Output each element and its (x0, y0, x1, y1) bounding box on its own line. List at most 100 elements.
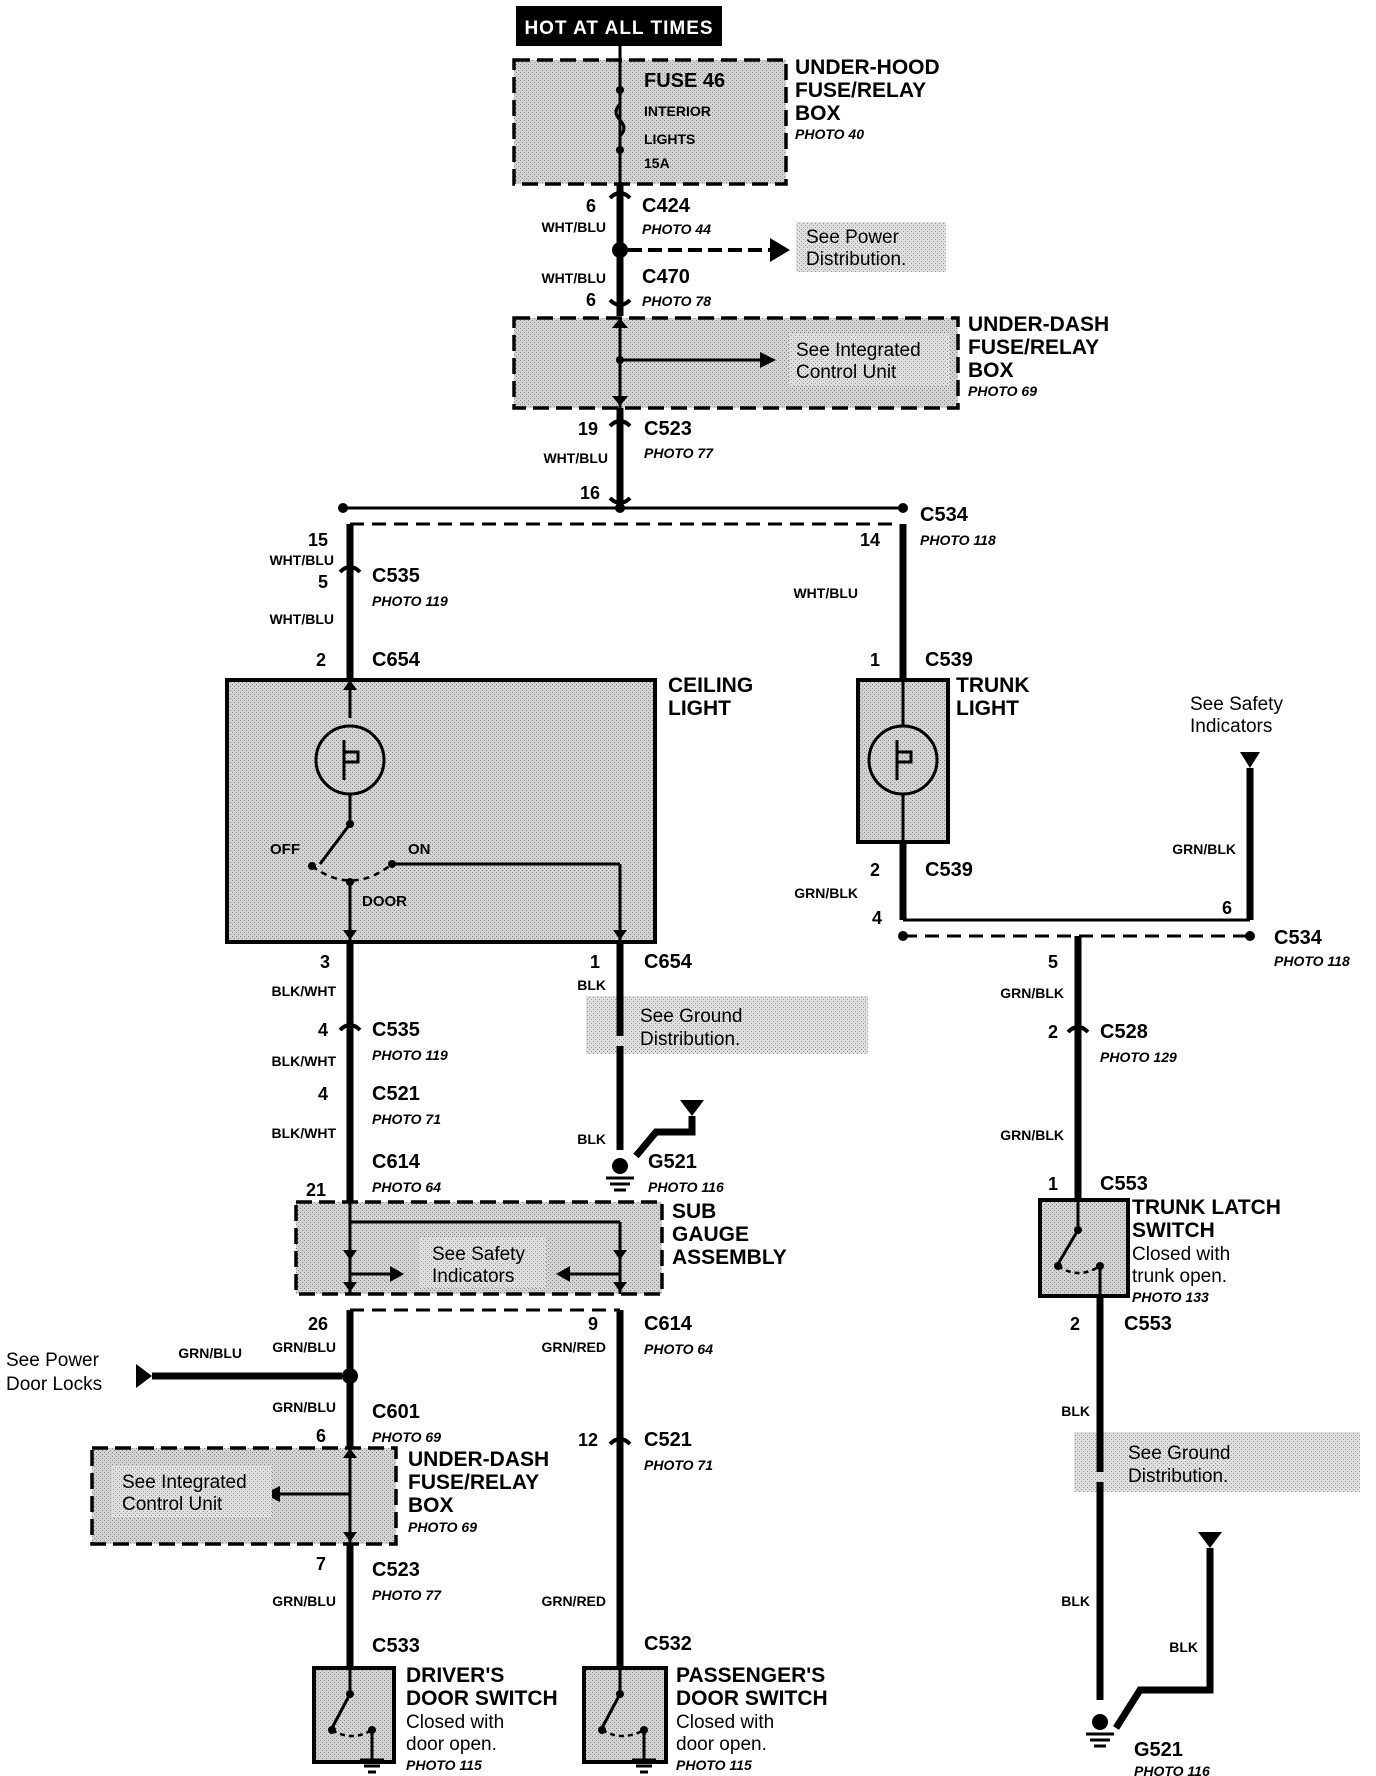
svg-text:C614: C614 (372, 1151, 421, 1173)
svg-text:GAUGE: GAUGE (672, 1223, 749, 1246)
connector-c614-bottom: 26 GRN/BLU 9 GRN/RED C614 PHOTO 64 (272, 1313, 713, 1357)
connector-c654-bottom: 3 BLK/WHT 1 BLK C654 (271, 951, 692, 999)
svg-text:C470: C470 (642, 266, 690, 288)
connector-c521-mid: 12 C521 PHOTO 71 (578, 1429, 713, 1473)
svg-text:BLK: BLK (1061, 1403, 1090, 1419)
ground-g521-center: BLK G521 PHOTO 116 (577, 1100, 724, 1195)
svg-text:HOT AT ALL TIMES: HOT AT ALL TIMES (524, 18, 713, 39)
power-door-locks-ref: See Power Door Locks GRN/BLU (6, 1345, 342, 1395)
svg-text:12: 12 (578, 1430, 598, 1450)
arrow-icon (136, 1364, 152, 1388)
svg-text:9: 9 (588, 1314, 598, 1334)
svg-text:PHOTO 40: PHOTO 40 (795, 126, 864, 142)
connector-c534-bottom: 4 6 C534 PHOTO 118 (872, 898, 1350, 969)
svg-text:PHOTO 115: PHOTO 115 (676, 1757, 752, 1773)
svg-text:ASSEMBLY: ASSEMBLY (672, 1246, 787, 1269)
svg-text:PHOTO 119: PHOTO 119 (372, 1047, 448, 1063)
svg-text:PHOTO 77: PHOTO 77 (372, 1587, 442, 1603)
under-dash-fuse-relay-box-bottom: See Integrated Control Unit UNDER-DASH F… (90, 1446, 549, 1546)
svg-text:C532: C532 (644, 1633, 692, 1655)
ground-icon (360, 1758, 384, 1774)
svg-text:BOX: BOX (408, 1494, 454, 1517)
svg-text:PHOTO 116: PHOTO 116 (1134, 1763, 1210, 1776)
svg-text:15: 15 (308, 530, 328, 550)
svg-text:Distribution.: Distribution. (640, 1029, 740, 1050)
connector-c534-top: C534 PHOTO 118 15 14 (308, 504, 996, 550)
svg-text:C535: C535 (372, 565, 420, 587)
svg-text:WHT/BLU: WHT/BLU (793, 585, 858, 601)
svg-text:GRN/BLU: GRN/BLU (272, 1399, 336, 1415)
svg-text:PHOTO 119: PHOTO 119 (372, 593, 448, 609)
svg-text:C534: C534 (1274, 927, 1323, 949)
fuse-icon (614, 102, 626, 138)
svg-text:WHT/BLU: WHT/BLU (269, 552, 334, 568)
svg-text:PHOTO 118: PHOTO 118 (920, 532, 996, 548)
svg-text:2: 2 (316, 650, 326, 670)
svg-text:PHOTO 69: PHOTO 69 (372, 1429, 441, 1445)
sub-gauge-assembly: See Safety Indicators SUB GAUGE ASSEMBLY (294, 1200, 787, 1296)
svg-text:3: 3 (320, 952, 330, 972)
svg-text:See Integrated: See Integrated (796, 340, 921, 361)
hot-at-all-times-label: HOT AT ALL TIMES (516, 6, 722, 46)
fuse-name: FUSE 46 (644, 70, 725, 92)
svg-text:See Power: See Power (806, 227, 900, 248)
svg-text:BLK/WHT: BLK/WHT (271, 983, 336, 999)
svg-text:4: 4 (872, 908, 882, 928)
svg-text:PHOTO 69: PHOTO 69 (408, 1519, 477, 1535)
svg-text:19: 19 (578, 419, 598, 439)
svg-text:BOX: BOX (795, 102, 841, 125)
svg-text:Indicators: Indicators (1190, 716, 1272, 737)
svg-text:Door Locks: Door Locks (6, 1374, 102, 1395)
arrow-icon (1198, 1532, 1222, 1548)
trunk-latch-switch: TRUNK LATCH SWITCH Closed with trunk ope… (1038, 1196, 1281, 1305)
svg-text:DOOR: DOOR (362, 893, 407, 910)
safety-indicators-ref-top: See Safety Indicators GRN/BLK (1172, 694, 1283, 920)
svg-text:FUSE/RELAY: FUSE/RELAY (968, 336, 1099, 359)
svg-text:door open.: door open. (676, 1734, 767, 1755)
svg-text:C521: C521 (644, 1429, 692, 1451)
connector-c553-bottom: 2 C553 BLK (1061, 1313, 1172, 1419)
svg-text:DOOR SWITCH: DOOR SWITCH (406, 1687, 558, 1710)
ground-g521-right: BLK G521 PHOTO 116 (1086, 1532, 1222, 1776)
svg-text:TRUNK LATCH: TRUNK LATCH (1132, 1196, 1281, 1219)
ground-icon (632, 1758, 656, 1774)
connector-c523-bottom: 7 GRN/BLU C523 PHOTO 77 (272, 1554, 442, 1609)
connector-c539-bottom: 2 GRN/BLK C539 (794, 859, 973, 901)
svg-text:C521: C521 (372, 1083, 420, 1105)
svg-text:BLK/WHT: BLK/WHT (271, 1125, 336, 1141)
svg-text:GRN/BLK: GRN/BLK (1000, 985, 1064, 1001)
svg-text:WHT/BLU: WHT/BLU (541, 219, 606, 235)
svg-text:C534: C534 (920, 504, 969, 526)
connector-c523-top: 19 WHT/BLU 16 C523 PHOTO 77 (543, 418, 714, 505)
trunk-light: TRUNK LIGHT (856, 674, 1030, 844)
svg-text:Closed with: Closed with (1132, 1244, 1230, 1265)
svg-text:C523: C523 (372, 1559, 420, 1581)
svg-text:C553: C553 (1124, 1313, 1172, 1335)
svg-text:6: 6 (1222, 898, 1232, 918)
svg-text:See Integrated: See Integrated (122, 1472, 247, 1493)
svg-text:SUB: SUB (672, 1200, 716, 1223)
svg-text:trunk open.: trunk open. (1132, 1266, 1227, 1287)
svg-text:1: 1 (870, 650, 880, 670)
svg-text:PHOTO 129: PHOTO 129 (1100, 1049, 1177, 1065)
svg-text:26: 26 (308, 1314, 328, 1334)
svg-text:DOOR SWITCH: DOOR SWITCH (676, 1687, 828, 1710)
ground-icon (1086, 1732, 1114, 1748)
svg-text:UNDER-HOOD: UNDER-HOOD (795, 56, 940, 79)
power-distribution-arrow: See Power Distribution. (628, 222, 946, 272)
svg-text:4: 4 (318, 1084, 328, 1104)
ground-distribution-ref-right: See Ground Distribution. (1074, 1432, 1360, 1492)
svg-text:C535: C535 (372, 1019, 420, 1041)
passengers-door-switch: PASSENGER'S DOOR SWITCH Closed with door… (582, 1664, 828, 1774)
svg-text:2: 2 (1070, 1314, 1080, 1334)
connector-c535-top: WHT/BLU 5 WHT/BLU C535 PHOTO 119 (269, 552, 447, 627)
connector-c470: WHT/BLU 6 C470 PHOTO 78 (541, 266, 711, 310)
svg-text:GRN/BLU: GRN/BLU (178, 1345, 242, 1361)
svg-text:Distribution.: Distribution. (1128, 1466, 1228, 1487)
svg-text:BLK: BLK (577, 977, 606, 993)
svg-text:C528: C528 (1100, 1021, 1148, 1043)
svg-text:UNDER-DASH: UNDER-DASH (408, 1448, 549, 1471)
svg-text:6: 6 (586, 290, 596, 310)
svg-text:BLK/WHT: BLK/WHT (271, 1053, 336, 1069)
connector-c601: GRN/BLU 6 C601 PHOTO 69 (272, 1399, 441, 1446)
